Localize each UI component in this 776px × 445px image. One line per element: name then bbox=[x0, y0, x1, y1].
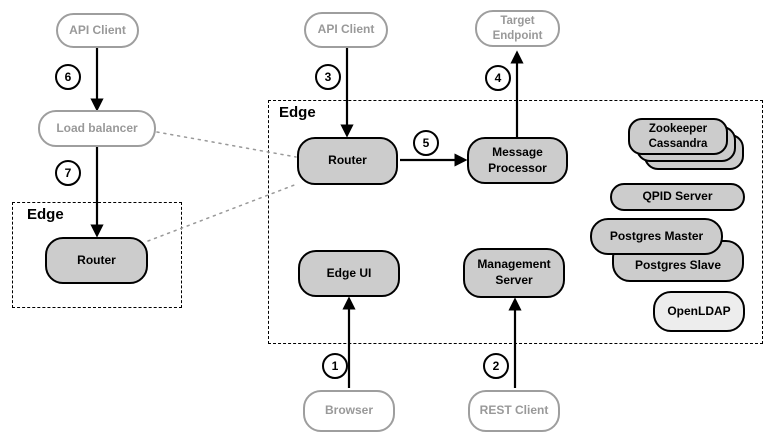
step-badge-2-label: 2 bbox=[492, 359, 500, 373]
node-browser-label: Browser bbox=[324, 403, 374, 418]
node-load-balancer: Load balancer bbox=[38, 110, 156, 147]
node-cassandra-label: Cassandra bbox=[648, 137, 708, 150]
step-badge-3: 3 bbox=[315, 64, 341, 90]
group-edge-left-label: Edge bbox=[27, 206, 64, 223]
step-badge-2: 2 bbox=[483, 353, 509, 379]
node-postgres-slave-label: Postgres Slave bbox=[634, 258, 722, 273]
node-target-endpoint: Target Endpoint bbox=[475, 10, 560, 47]
step-badge-4-label: 4 bbox=[494, 71, 502, 85]
node-rest-client-label: REST Client bbox=[479, 403, 549, 418]
node-rest-client: REST Client bbox=[468, 390, 560, 432]
node-target-endpoint-label: Target Endpoint bbox=[492, 14, 543, 42]
node-router-main-label: Router bbox=[328, 153, 367, 168]
node-management-server: Management Server bbox=[463, 248, 565, 298]
node-api-client-mid: API Client bbox=[304, 12, 388, 48]
node-api-client-left-label: API Client bbox=[69, 22, 126, 37]
step-badge-7-label: 7 bbox=[64, 166, 72, 180]
node-api-client-left: API Client bbox=[56, 13, 139, 48]
step-badge-7: 7 bbox=[55, 160, 81, 186]
step-badge-5-label: 5 bbox=[422, 136, 430, 150]
node-management-server-label: Management Server bbox=[477, 257, 551, 287]
step-badge-6: 6 bbox=[55, 64, 81, 90]
node-browser: Browser bbox=[303, 390, 395, 432]
node-api-client-mid-label: API Client bbox=[317, 22, 375, 37]
node-router-main: Router bbox=[297, 137, 398, 185]
node-openldap: OpenLDAP bbox=[653, 291, 745, 332]
node-zookeeper-label: Zookeeper bbox=[648, 122, 708, 135]
node-zookeeper-cassandra: Zookeeper Cassandra bbox=[628, 118, 728, 155]
node-load-balancer-label: Load balancer bbox=[56, 120, 138, 135]
node-router-left-label: Router bbox=[77, 252, 116, 267]
node-edge-ui: Edge UI bbox=[298, 250, 400, 297]
group-edge-main-label: Edge bbox=[279, 104, 316, 121]
step-badge-6-label: 6 bbox=[64, 70, 72, 84]
node-router-left: Router bbox=[45, 237, 148, 284]
step-badge-3-label: 3 bbox=[324, 70, 332, 84]
node-edge-ui-label: Edge UI bbox=[326, 265, 372, 280]
node-postgres-master: Postgres Master bbox=[590, 218, 723, 255]
node-qpid-server: QPID Server bbox=[610, 183, 745, 211]
node-message-processor-label: Message Processor bbox=[488, 144, 547, 175]
node-qpid-server-label: QPID Server bbox=[642, 189, 713, 204]
step-badge-5: 5 bbox=[413, 130, 439, 156]
node-message-processor: Message Processor bbox=[467, 137, 568, 184]
node-openldap-label: OpenLDAP bbox=[667, 303, 731, 318]
step-badge-4: 4 bbox=[485, 65, 511, 91]
node-postgres-master-label: Postgres Master bbox=[609, 228, 704, 243]
step-badge-1: 1 bbox=[322, 353, 348, 379]
step-badge-1-label: 1 bbox=[331, 359, 339, 373]
